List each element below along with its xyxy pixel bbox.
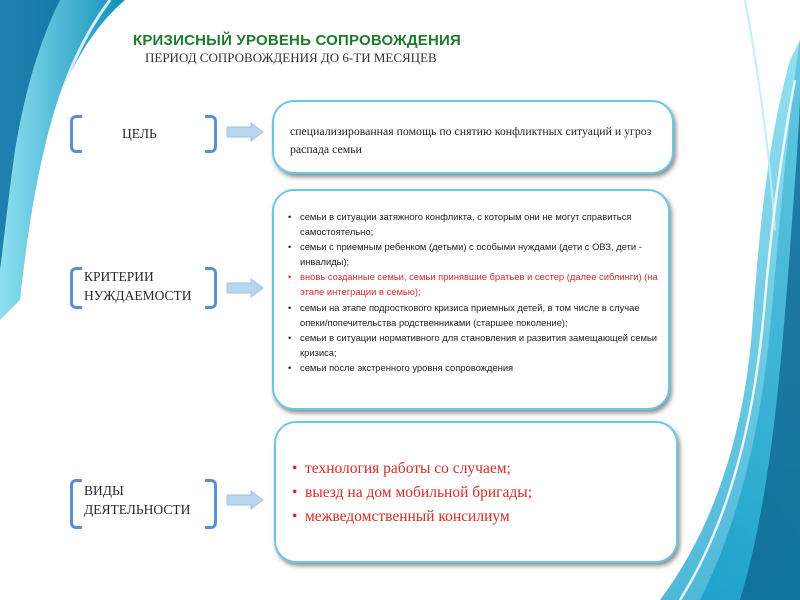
- left-bracket: [70, 115, 82, 153]
- right-bracket: [205, 267, 217, 309]
- right-bracket: [205, 479, 217, 529]
- criteria-label-line2: НУЖДАЕМОСТИ: [84, 288, 192, 303]
- activities-box: технология работы со случаем; выезд на д…: [274, 421, 678, 563]
- criteria-box: семьи в ситуации затяжного конфликта, с …: [272, 189, 670, 410]
- list-item: семьи с приемным ребенком (детьми) с осо…: [286, 239, 660, 269]
- criteria-list: семьи в ситуации затяжного конфликта, с …: [286, 209, 660, 375]
- list-item: выезд на дом мобильной бригады;: [292, 481, 668, 505]
- activities-label-line1: ВИДЫ: [84, 483, 124, 498]
- list-item: семьи в ситуации нормативного для станов…: [286, 330, 660, 360]
- left-bracket: [70, 479, 82, 529]
- goal-label: ЦЕЛЬ: [122, 126, 157, 141]
- arrow-right-icon: [226, 490, 264, 510]
- goal-text: специализированная помощь по снятию конф…: [290, 124, 652, 156]
- criteria-label-line1: КРИТЕРИИ: [84, 269, 154, 284]
- left-bracket: [70, 267, 82, 309]
- list-item: семьи на этапе подросткового кризиса при…: [286, 300, 660, 330]
- activities-label: ВИДЫ ДЕЯТЕЛЬНОСТИ: [84, 481, 190, 519]
- list-item: технология работы со случаем;: [292, 457, 668, 481]
- activities-label-line2: ДЕЯТЕЛЬНОСТИ: [84, 502, 191, 517]
- slide-subtitle: ПЕРИОД СОПРОВОЖДЕНИЯ ДО 6-ТИ МЕСЯЦЕВ: [145, 50, 437, 65]
- list-item: вновь созданные семьи, семьи принявшие б…: [286, 269, 660, 299]
- arrow-right-icon: [226, 278, 264, 298]
- goal-box: специализированная помощь по снятию конф…: [272, 100, 674, 174]
- list-item: семьи в ситуации затяжного конфликта, с …: [286, 209, 660, 239]
- right-bracket: [205, 115, 217, 153]
- criteria-label: КРИТЕРИИ НУЖДАЕМОСТИ: [84, 267, 192, 305]
- arrow-right-icon: [226, 122, 264, 142]
- activities-list: технология работы со случаем; выезд на д…: [292, 457, 668, 529]
- list-item: межведомственный консилиум: [292, 505, 668, 529]
- list-item: семьи после экстренного уровня сопровожд…: [286, 360, 660, 375]
- slide-title: КРИЗИСНЫЙ УРОВЕНЬ СОПРОВОЖДЕНИЯ: [133, 32, 461, 49]
